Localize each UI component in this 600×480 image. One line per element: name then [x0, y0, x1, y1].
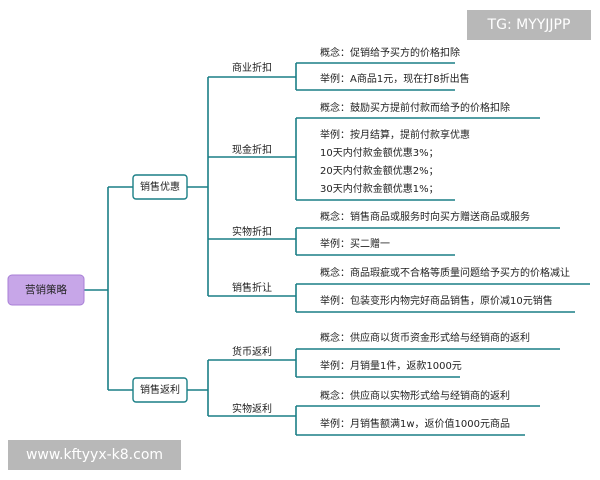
note-text: 举例：按月结算，提前付款享优惠 — [320, 128, 470, 141]
note-text: 20天内付款金额优惠2%； — [320, 164, 439, 177]
note-text: 举例：A商品1元，现在打8折出售 — [320, 72, 470, 85]
root-label: 营销策略 — [25, 283, 67, 296]
note-text: 概念：商品瑕疵或不合格等质量问题给予买方的价格减让 — [320, 266, 570, 279]
branch-sales-rebate-label: 销售返利 — [140, 383, 180, 396]
root-node — [7, 274, 85, 306]
note-text: 举例：买二赠一 — [320, 237, 390, 250]
note-text: 概念：鼓励买方提前付款而给予的价格扣除 — [320, 101, 510, 114]
branch-sales-discount-label: 销售优惠 — [140, 180, 180, 193]
note-text: 概念：销售商品或服务时向买方赠送商品或服务 — [320, 210, 530, 223]
watermark-top: TG: MYYJJPP — [467, 10, 591, 40]
watermark-bottom: www.kftyyx-k8.com — [8, 440, 181, 470]
sub-branch-label: 销售折让 — [232, 281, 272, 294]
sub-branch-label: 货币返利 — [232, 345, 272, 358]
note-text: 概念：促销给予买方的价格扣除 — [320, 46, 460, 59]
sub-branch-label: 商业折扣 — [232, 61, 272, 74]
sub-branch-label: 实物返利 — [232, 402, 272, 415]
note-text: 举例：月销售额满1w，返价值1000元商品 — [320, 417, 510, 430]
sub-branch-label: 实物折扣 — [232, 225, 272, 238]
sub-branch-label: 现金折扣 — [232, 143, 272, 156]
note-text: 30天内付款金额优惠1%； — [320, 182, 439, 195]
note-text: 10天内付款金额优惠3%； — [320, 146, 439, 159]
note-text: 举例：月销量1件，返款1000元 — [320, 359, 462, 372]
note-text: 概念：供应商以实物形式给与经销商的返利 — [320, 389, 510, 402]
note-text: 概念：供应商以货币资金形式给与经销商的返利 — [320, 331, 530, 344]
note-text: 举例：包装变形内物完好商品销售，原价减10元销售 — [320, 294, 553, 307]
